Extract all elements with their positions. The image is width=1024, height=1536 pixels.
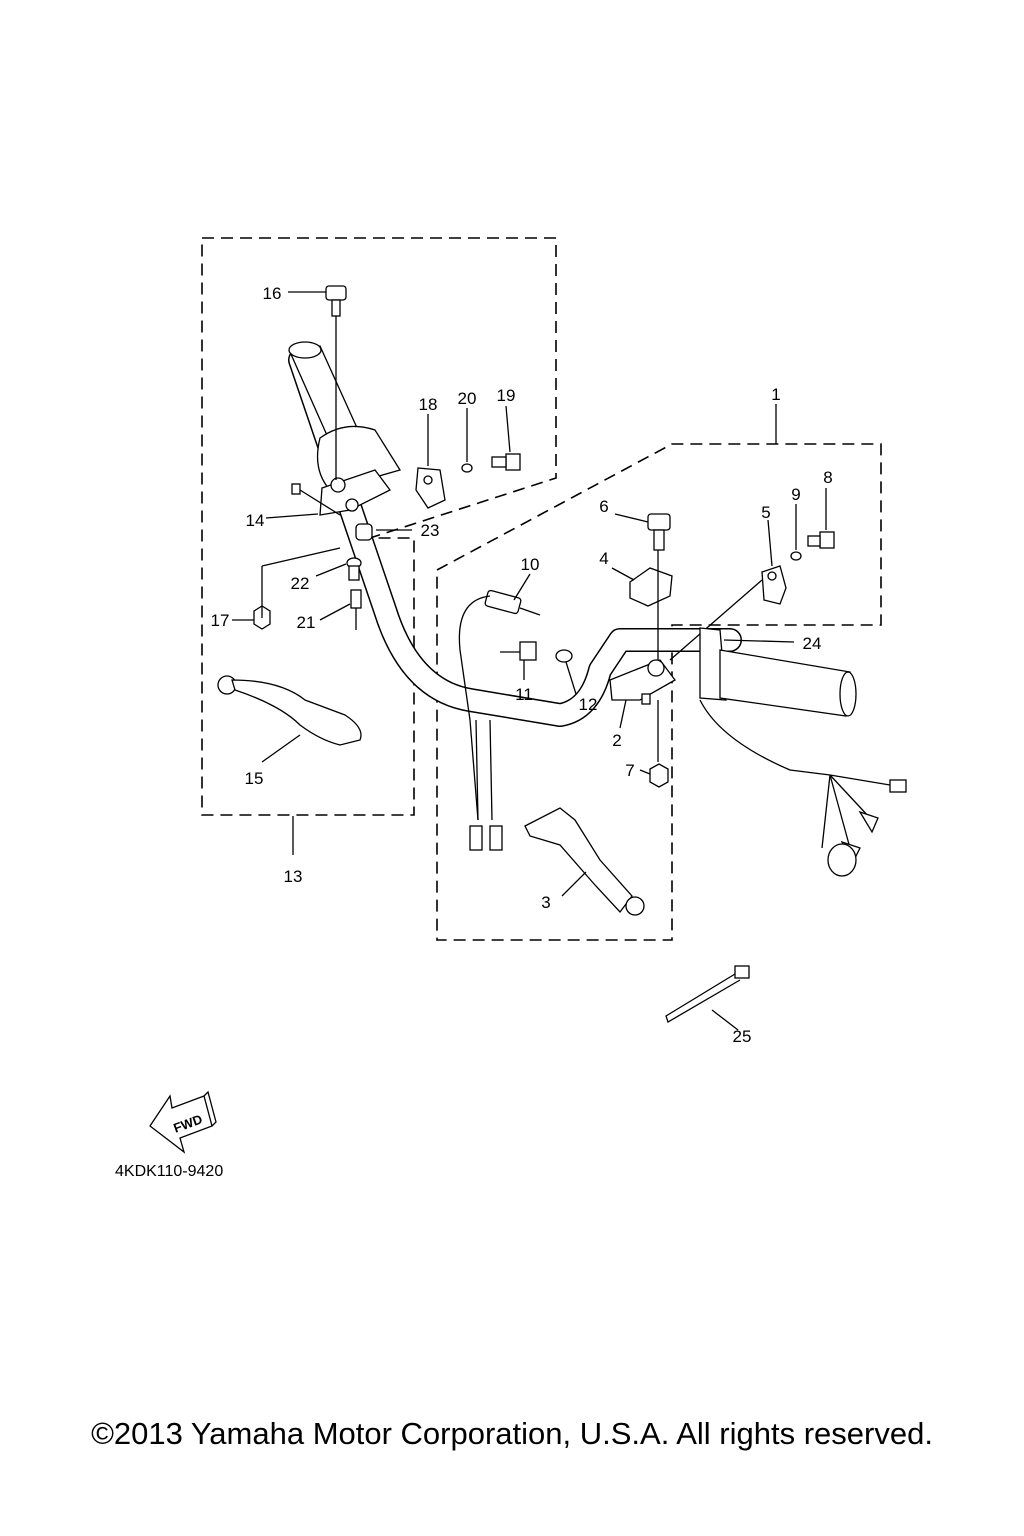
part-4-switch [629,567,673,607]
callout-10: 10 [521,555,540,574]
callout-25: 25 [733,1027,752,1046]
callout-6: 6 [599,497,608,516]
leader-lines [232,291,827,1031]
callout-19: 19 [497,386,516,405]
part-16-bolt [325,285,347,480]
part-22-adjuster [346,557,362,581]
callout-1: 1 [771,385,780,404]
handlebar [288,348,742,727]
callout-2: 2 [612,731,621,750]
callout-24: 24 [803,634,822,653]
callout-21: 21 [297,613,316,632]
fwd-arrow-icon: FWD [149,1090,217,1154]
left-lever-bracket [291,469,391,516]
callout-5: 5 [761,503,770,522]
part-3-lever [524,807,645,916]
part-19-bolt [491,453,521,471]
callout-3: 3 [541,893,550,912]
part-23-pin [355,523,373,541]
part-21-adjuster [350,589,362,630]
callout-4: 4 [599,549,608,568]
part-24-grip [699,627,857,776]
right-assembly-boundary [436,443,882,941]
callout-16: 16 [263,284,282,303]
part-15-lever [217,675,362,746]
callout-18: 18 [419,395,438,414]
callout-22: 22 [291,574,310,593]
left-grip [288,341,402,491]
callout-15: 15 [245,769,264,788]
callout-23: 23 [421,521,440,540]
callout-14: 14 [246,511,265,530]
part-18-clamp [415,467,446,509]
callout-9: 9 [791,485,800,504]
callout-11: 11 [515,685,533,704]
diagram-code: 4KDK110-9420 [115,1163,223,1180]
copyright-notice: ©2013 Yamaha Motor Corporation, U.S.A. A… [91,1416,933,1451]
part-11-adjuster [500,641,537,661]
part-5-clamp [669,565,787,661]
part-10-switch [458,589,541,851]
part-6-bolt [647,513,671,660]
part-8-bolt [807,531,835,549]
part-12-adjuster [555,649,573,663]
part-2-bracket [609,659,676,705]
part-9-washer [790,551,802,561]
part-7-nut [649,700,669,788]
callout-17: 17 [211,611,230,630]
callout-7: 7 [625,761,634,780]
callout-8: 8 [823,468,832,487]
callout-13: 13 [284,867,303,886]
part-20-washer [461,463,473,473]
callout-12: 12 [579,695,598,714]
part-25-cable-tie [665,965,750,1023]
wire-harness [821,774,907,877]
callout-20: 20 [458,389,477,408]
